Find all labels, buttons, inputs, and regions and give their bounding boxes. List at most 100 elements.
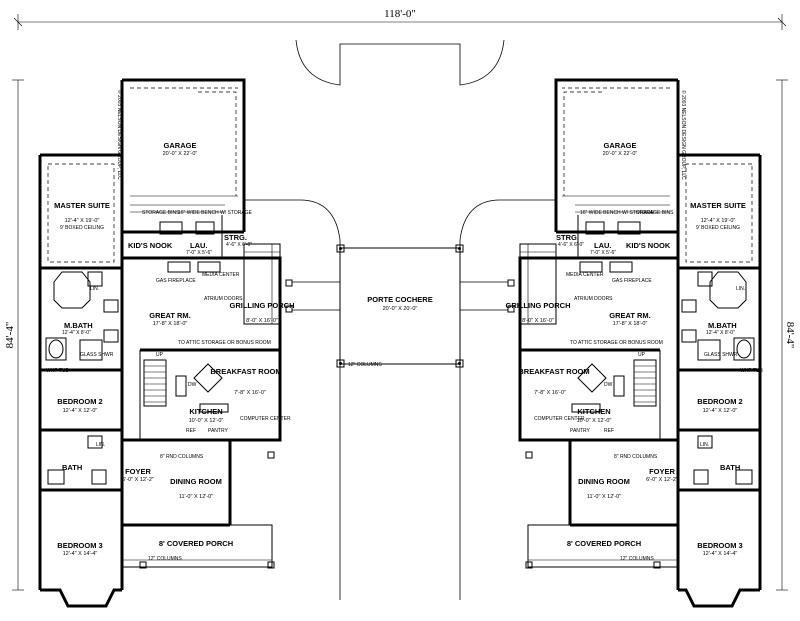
overall-width-label: 118'-0" bbox=[384, 8, 416, 20]
right-mbath-size: 12'-4" X 8'-0" bbox=[706, 330, 735, 336]
right-lin-label: LIN. bbox=[736, 286, 745, 292]
left-foyer-dining: 8" RND COLUMNS FOYER 6'-0" X 12'-2" DINI… bbox=[122, 454, 222, 500]
right-garage-label: GARAGE bbox=[604, 141, 637, 150]
driveway: PORTE COCHERE 20'-0" X 20'-0" 12" COLUMN… bbox=[244, 39, 556, 600]
left-master-bath: LIN. M.BATH 12'-4" X 8'-0" WHP TUB GLASS… bbox=[45, 271, 119, 374]
left-bedroom2: BEDROOM 2 12'-4" X 12'-0" LIN. BATH bbox=[47, 397, 107, 485]
left-atrium-doors: ATRIUM DOORS bbox=[204, 296, 243, 302]
left-foyer-label: FOYER bbox=[125, 467, 151, 476]
right-bench: 16" WIDE BENCH W/ STORAGE bbox=[580, 210, 655, 216]
left-lau-size: 7'-0" X 5'-6" bbox=[186, 250, 212, 256]
right-whp-tub: WHP TUB bbox=[740, 368, 764, 374]
right-garage-size: 20'-0" X 22'-0" bbox=[603, 151, 638, 157]
right-computer-center: COMPUTER CENTER bbox=[534, 416, 585, 422]
right-strg-label: STRG. bbox=[556, 233, 579, 242]
right-master-label: MASTER SUITE bbox=[690, 201, 746, 210]
left-kitchen-size: 10'-0" X 12'-0" bbox=[189, 418, 224, 424]
column-markers bbox=[285, 244, 515, 368]
left-attic-note: TO ATTIC STORAGE OR BONUS ROOM bbox=[178, 340, 271, 346]
left-porch-label: 8' COVERED PORCH bbox=[159, 539, 233, 548]
left-ref: REF bbox=[186, 428, 196, 434]
left-gas-fireplace: GAS FIREPLACE bbox=[156, 278, 196, 284]
left-mbath-size: 12'-4" X 8'-0" bbox=[62, 330, 91, 336]
right-copyright: © 2003 NELSON DESIGN GROUP, LLC bbox=[680, 90, 687, 180]
left-media-center: MEDIA CENTER bbox=[202, 272, 240, 278]
left-grilling-porch: GRILLING PORCH 8'-0" X 16'-0" bbox=[230, 243, 295, 325]
left-dw: DW bbox=[188, 382, 197, 388]
right-kids-nook: KID'S NOOK bbox=[626, 241, 671, 250]
right-unit-walls bbox=[518, 78, 762, 608]
left-great-room: GAS FIREPLACE MEDIA CENTER ATRIUM DOORS … bbox=[149, 261, 243, 327]
left-stairs: UP TO ATTIC STORAGE OR BONUS ROOM bbox=[143, 340, 271, 407]
right-unit-labels: © 2003 NELSON DESIGN GROUP, LLC GARAGE 2… bbox=[506, 90, 764, 562]
left-unit: © 2003 NELSON DESIGN GROUP, LLC GARAGE 2… bbox=[38, 78, 295, 608]
left-kitchen-area: DW BREAKFAST ROOM 7'-8" X 16'-0" KITCHEN… bbox=[175, 363, 291, 434]
right-strg-size: 4'-6" X 6'-0" bbox=[558, 242, 584, 248]
right-breakfast-size: 7'-8" X 16'-0" bbox=[534, 390, 566, 396]
right-foyer-size: 6'-0" X 12'-2" bbox=[646, 477, 678, 483]
dimension-lines: 118'-0" 84'-4" 84'-4" bbox=[4, 8, 796, 591]
right-up-label: UP bbox=[638, 352, 646, 358]
porte-cochere-columns: 12" COLUMNS bbox=[348, 362, 382, 368]
overall-depth-label-left: 84'-4" bbox=[4, 322, 16, 349]
right-lau-size: 7'-0" X 5'-6" bbox=[590, 250, 616, 256]
left-bedroom2-label: BEDROOM 2 bbox=[57, 397, 102, 406]
left-garage-label: GARAGE bbox=[164, 141, 197, 150]
left-lin2-label: LIN. bbox=[96, 442, 105, 448]
right-bedroom2-label: BEDROOM 2 bbox=[697, 397, 742, 406]
right-attic-note: TO ATTIC STORAGE OR BONUS ROOM bbox=[570, 340, 663, 346]
left-foyer-size: 6'-0" X 12'-2" bbox=[122, 477, 154, 483]
left-master-label: MASTER SUITE bbox=[54, 201, 110, 210]
right-lin2-label: LIN. bbox=[700, 442, 709, 448]
left-grilling-label: GRILLING PORCH bbox=[230, 301, 295, 310]
porte-cochere-size: 20'-0" X 20'-0" bbox=[383, 306, 418, 312]
left-computer-center: COMPUTER CENTER bbox=[240, 416, 291, 422]
left-bath-label: BATH bbox=[62, 463, 82, 472]
left-breakfast-label: BREAKFAST ROOM bbox=[210, 367, 281, 376]
right-gas-fireplace: GAS FIREPLACE bbox=[612, 278, 652, 284]
left-great-rm-size: 17'-8" X 18'-0" bbox=[153, 321, 188, 327]
left-master-size: 12'-4" X 19'-0" bbox=[65, 218, 100, 224]
right-dw: DW bbox=[604, 382, 613, 388]
right-grilling-label: GRILLING PORCH bbox=[506, 301, 571, 310]
right-kitchen-size: 10'-0" X 12'-0" bbox=[577, 418, 612, 424]
right-breakfast-label: BREAKFAST ROOM bbox=[518, 367, 589, 376]
porte-cochere-label: PORTE COCHERE bbox=[367, 295, 432, 304]
left-utility: KID'S NOOK LAU. 7'-0" X 5'-6" STRG. 4'-6… bbox=[128, 215, 252, 258]
right-bedroom3-size: 12'-4" X 14'-4" bbox=[703, 551, 738, 557]
left-whp-tub: WHP TUB bbox=[46, 368, 70, 374]
left-bench: 16" WIDE BENCH W/ STORAGE bbox=[178, 210, 253, 216]
right-porch-columns: 12" COLUMNS bbox=[620, 556, 654, 562]
left-bedroom3: BEDROOM 3 12'-4" X 14'-4" bbox=[57, 541, 102, 557]
left-bedroom3-label: BEDROOM 3 bbox=[57, 541, 102, 550]
right-storage-bins: STORAGE BINS bbox=[636, 210, 674, 216]
right-porch-label: 8' COVERED PORCH bbox=[567, 539, 641, 548]
left-master-name: MASTER SUITE bbox=[54, 201, 110, 210]
right-dining-size: 11'-0" X 12'-0" bbox=[587, 494, 621, 500]
right-bedroom2-size: 12'-4" X 12'-0" bbox=[703, 408, 738, 414]
right-great-rm-label: GREAT RM. bbox=[609, 311, 651, 320]
right-rnd-columns: 8" RND COLUMNS bbox=[614, 454, 658, 460]
overall-depth-label-right: 84'-4" bbox=[784, 322, 796, 349]
left-dining-size: 11'-0" X 12'-0" bbox=[179, 494, 213, 500]
right-master-size: 12'-4" X 19'-0" bbox=[701, 218, 736, 224]
left-up-label: UP bbox=[156, 352, 164, 358]
left-bedroom2-size: 12'-4" X 12'-0" bbox=[63, 408, 98, 414]
right-unit bbox=[518, 78, 762, 608]
left-storage-bins: STORAGE BINS bbox=[142, 210, 180, 216]
right-bedroom3-label: BEDROOM 3 bbox=[697, 541, 742, 550]
right-media-center: MEDIA CENTER bbox=[566, 272, 604, 278]
left-strg-size: 4'-6" X 6'-0" bbox=[226, 242, 252, 248]
left-master-note: 9' BOXED CEILING bbox=[60, 225, 104, 231]
right-foyer-label: FOYER bbox=[649, 467, 675, 476]
left-kids-nook: KID'S NOOK bbox=[128, 241, 173, 250]
left-kitchen-label: KITCHEN bbox=[189, 407, 222, 416]
left-mbath-label: M.BATH bbox=[64, 321, 93, 330]
left-garage-size: 20'-0" X 22'-0" bbox=[163, 151, 198, 157]
left-bedroom3-size: 12'-4" X 14'-4" bbox=[63, 551, 98, 557]
right-bath-label: BATH bbox=[720, 463, 740, 472]
left-pantry: PANTRY bbox=[208, 428, 228, 434]
right-mbath-label: M.BATH bbox=[708, 321, 737, 330]
left-porch-columns: 12" COLUMNS bbox=[148, 556, 182, 562]
